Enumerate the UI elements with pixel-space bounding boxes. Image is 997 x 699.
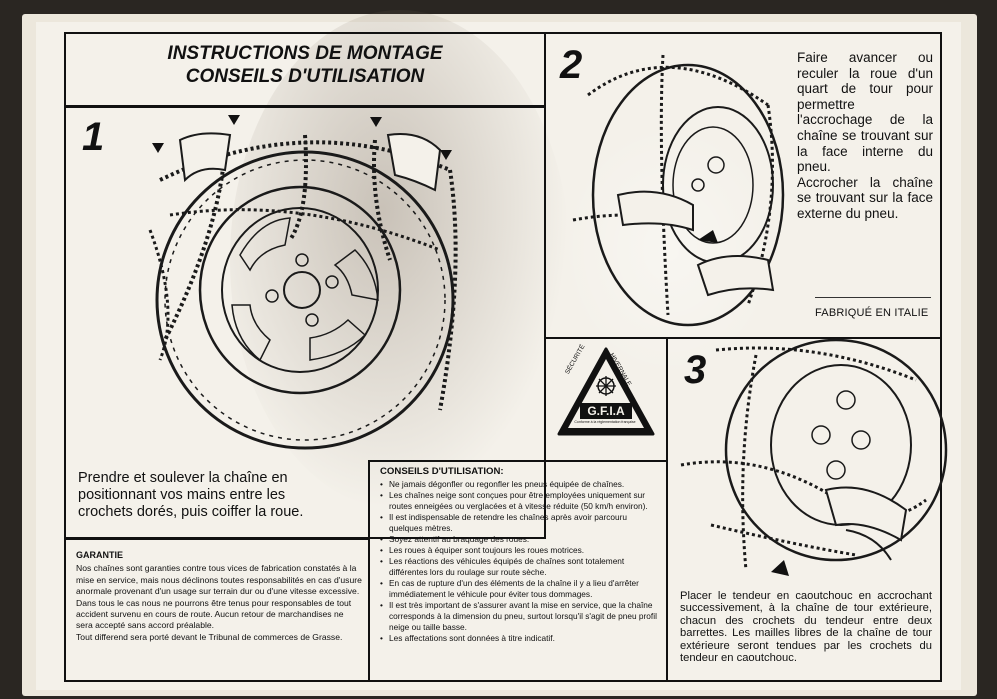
advice-item: En cas de rupture d'un des éléments de l… xyxy=(380,578,660,600)
advice-item: Ne jamais dégonfler ou regonfler les pne… xyxy=(380,479,660,490)
step2-text-b: Accrocher la chaîne se trouvant sur la f… xyxy=(797,174,933,221)
advice-item: Les réactions des véhicules équipés de c… xyxy=(380,556,660,578)
gfia-logo xyxy=(557,347,655,436)
advice-item: Soyez attentif au braquage des roues. xyxy=(380,534,660,545)
advice-heading: CONSEILS D'UTILISATION: xyxy=(380,466,504,477)
logo-name: G.F.I.A xyxy=(587,404,625,418)
step1-wheel-illustration xyxy=(148,115,458,450)
header-line-1: INSTRUCTIONS DE MONTAGE xyxy=(167,43,443,64)
advice-item: Les roues à équiper sont toujours les ro… xyxy=(380,545,660,556)
made-in-italy: FABRIQUÉ EN ITALIE xyxy=(815,307,929,319)
advice-block: CONSEILS D'UTILISATION: Ne jamais dégonf… xyxy=(380,466,660,644)
step2-wheel-illustration xyxy=(572,54,785,327)
advice-item: Les affectations sont données à titre in… xyxy=(380,633,660,644)
step2-number: 2 xyxy=(560,43,583,87)
guarantee-body-3: Tout differend sera porté devant le Trib… xyxy=(76,631,343,642)
step1-caption: Prendre et soulever la chaîne en positio… xyxy=(78,470,304,520)
guarantee-heading: GARANTIE xyxy=(76,550,123,560)
guarantee-body: Nos chaînes sont garanties contre tous v… xyxy=(76,563,362,597)
header-title: INSTRUCTIONS DE MONTAGE CONSEILS D'UTILI… xyxy=(100,42,510,88)
guarantee-block: GARANTIE Nos chaînes sont garanties cont… xyxy=(76,550,362,643)
step3-wheel-illustration xyxy=(680,338,948,576)
step2-text: Faire avancer ou reculer la roue d'un qu… xyxy=(797,50,933,222)
step2-text-a: Faire avancer ou reculer la roue d'un qu… xyxy=(797,50,933,175)
step1-number: 1 xyxy=(82,115,105,159)
guarantee-body-2: Dans tous le cas nous ne pourrons être t… xyxy=(76,597,352,631)
advice-item: Il est indispensable de retendre les cha… xyxy=(380,512,660,534)
advice-item: Il est très important de s'assurer avant… xyxy=(380,600,660,633)
logo-subtitle: Conforme à la réglementation française xyxy=(574,420,636,424)
step3-caption: Placer le tendeur en caoutchouc en accro… xyxy=(680,590,932,665)
advice-list: Ne jamais dégonfler ou regonfler les pne… xyxy=(380,479,660,644)
advice-item: Les chaînes neige sont conçues pour être… xyxy=(380,490,660,512)
header-line-2: CONSEILS D'UTILISATION xyxy=(185,66,425,87)
made-in-divider xyxy=(815,297,931,298)
step3-number: 3 xyxy=(684,348,707,392)
advice-box xyxy=(368,460,668,682)
